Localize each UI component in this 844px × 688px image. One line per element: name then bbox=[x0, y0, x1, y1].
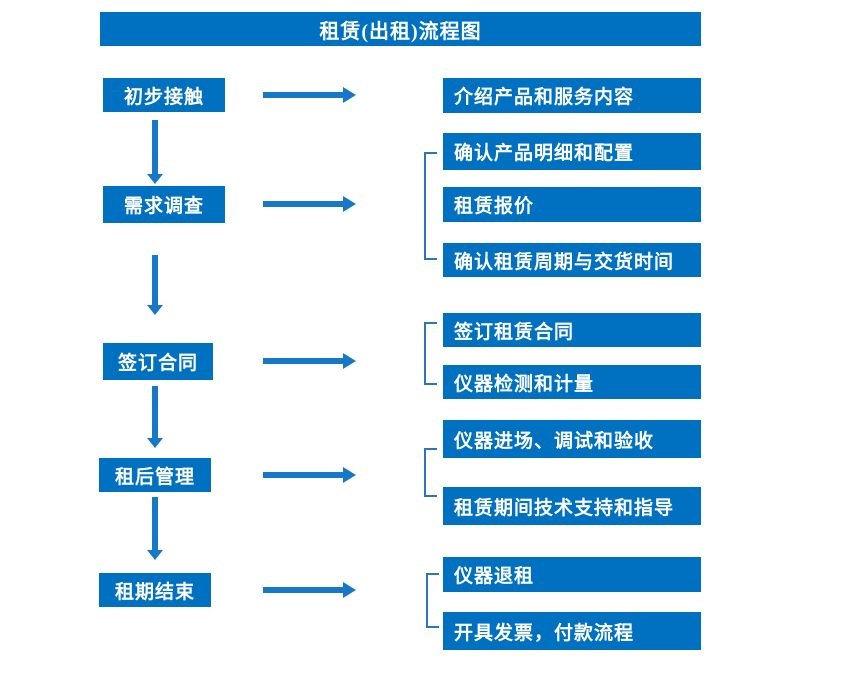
arrow-shaft bbox=[152, 497, 158, 550]
group-bracket bbox=[424, 152, 437, 260]
right-arrow-icon bbox=[263, 196, 356, 212]
right-arrow-icon bbox=[263, 87, 356, 103]
arrow-head bbox=[343, 582, 356, 598]
arrow-shaft bbox=[263, 92, 343, 98]
arrow-shaft bbox=[152, 120, 158, 174]
detail-box: 介绍产品和服务内容 bbox=[443, 78, 701, 113]
down-arrow-icon bbox=[147, 497, 163, 560]
arrow-head bbox=[147, 174, 163, 184]
arrow-head bbox=[147, 438, 163, 448]
arrow-shaft bbox=[263, 587, 343, 593]
arrow-head bbox=[343, 87, 356, 103]
arrow-shaft bbox=[263, 358, 343, 364]
down-arrow-icon bbox=[147, 120, 163, 184]
detail-box: 签订租赁合同 bbox=[443, 313, 701, 347]
arrow-shaft bbox=[263, 201, 343, 207]
step-box-initial-contact: 初步接触 bbox=[103, 78, 225, 112]
arrow-head bbox=[343, 196, 356, 212]
right-arrow-icon bbox=[263, 353, 356, 369]
down-arrow-icon bbox=[147, 386, 163, 448]
detail-box: 确认租赁周期与交货时间 bbox=[443, 243, 701, 277]
detail-box: 仪器进场、调试和验收 bbox=[443, 420, 701, 458]
flowchart-title: 租赁(出租)流程图 bbox=[100, 12, 701, 46]
arrow-head bbox=[147, 305, 163, 315]
step-box-sign-contract: 签订合同 bbox=[103, 343, 213, 380]
detail-box: 仪器检测和计量 bbox=[443, 365, 701, 399]
group-bracket bbox=[424, 322, 437, 385]
right-arrow-icon bbox=[263, 467, 356, 483]
group-bracket bbox=[424, 448, 437, 497]
detail-box: 确认产品明细和配置 bbox=[443, 133, 701, 170]
step-box-demand-survey: 需求调查 bbox=[103, 186, 225, 223]
step-box-rental-end: 租期结束 bbox=[99, 573, 211, 607]
detail-box: 开具发票，付款流程 bbox=[443, 612, 701, 650]
detail-box: 仪器退租 bbox=[443, 557, 701, 592]
detail-box: 租赁期间技术支持和指导 bbox=[443, 487, 701, 525]
group-bracket bbox=[426, 573, 439, 628]
arrow-head bbox=[147, 550, 163, 560]
down-arrow-icon bbox=[147, 255, 163, 315]
detail-box: 租赁报价 bbox=[443, 187, 701, 222]
arrow-head bbox=[343, 353, 356, 369]
step-box-post-rental-mgmt: 租后管理 bbox=[99, 458, 211, 492]
arrow-shaft bbox=[263, 472, 343, 478]
right-arrow-icon bbox=[263, 582, 356, 598]
arrow-shaft bbox=[152, 386, 158, 438]
arrow-shaft bbox=[152, 255, 158, 305]
arrow-head bbox=[343, 467, 356, 483]
